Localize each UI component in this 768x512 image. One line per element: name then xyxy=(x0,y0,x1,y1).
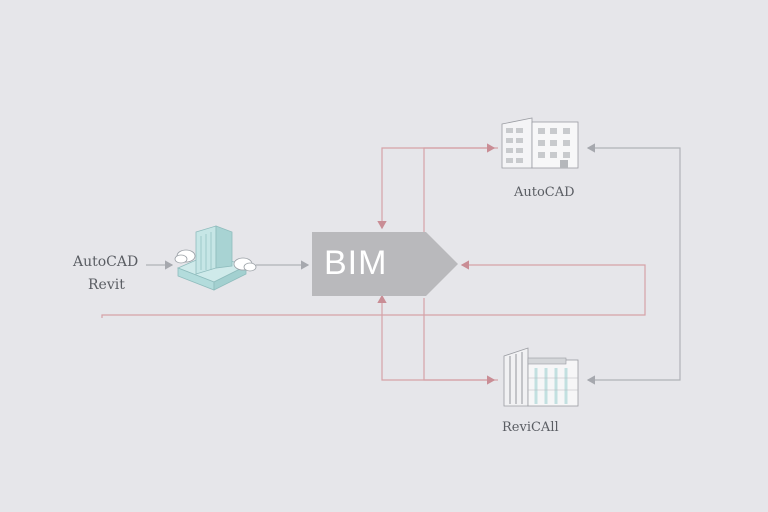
bim-hub-label: BIM xyxy=(324,244,388,282)
connector-bottom-return xyxy=(101,260,646,318)
bim-hub-shape xyxy=(312,232,458,296)
bottom-node-label: ReviCAll xyxy=(502,420,559,435)
connector-bottom-loop-left xyxy=(377,294,498,381)
office-building-icon xyxy=(501,117,579,169)
connector-top-loop-left xyxy=(377,147,498,230)
connector-top-loop-right xyxy=(423,143,496,232)
tall-building-icon xyxy=(503,347,579,407)
source-label-autocad: AutoCAD xyxy=(73,254,139,270)
building-cloud-icon xyxy=(174,225,257,291)
top-node-label: AutoCAD xyxy=(514,185,575,200)
connector-right-return-bottom xyxy=(586,360,681,385)
connectors xyxy=(101,143,681,385)
connector-right-return-top xyxy=(586,143,681,360)
connector-bottom-loop-right xyxy=(423,298,496,385)
source-label-revit: Revit xyxy=(88,277,125,293)
